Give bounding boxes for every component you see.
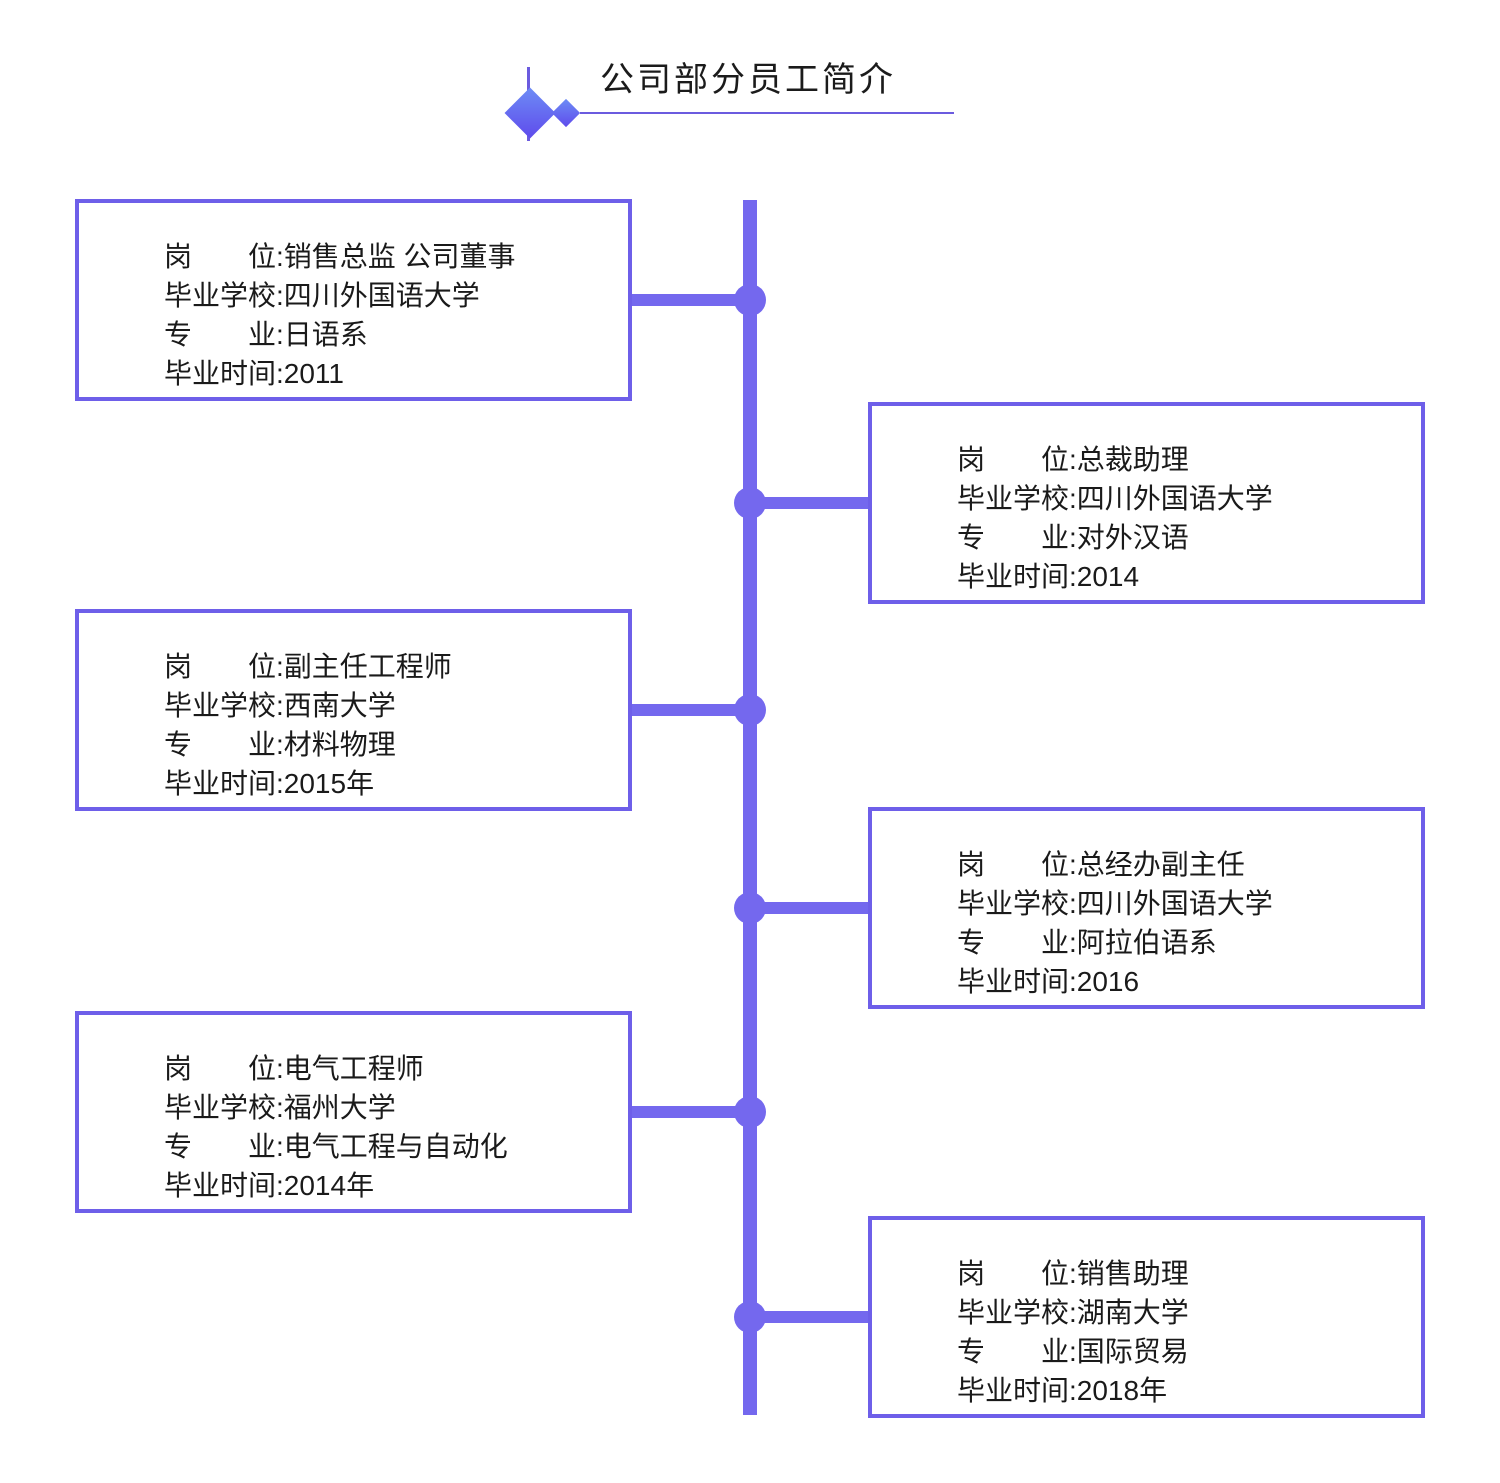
field-label: 毕业学校: <box>164 1092 284 1123</box>
field-value: 湖南大学 <box>1076 1297 1189 1328</box>
timeline-node <box>734 694 766 726</box>
field-label: 岗 位: <box>164 651 284 682</box>
field-row: 专 业:国际贸易 <box>957 1332 1401 1371</box>
field-row: 岗 位:总经办副主任 <box>957 845 1401 884</box>
field-row: 专 业:阿拉伯语系 <box>957 923 1401 962</box>
timeline-node <box>734 1301 766 1333</box>
field-value: 国际贸易 <box>1076 1336 1189 1367</box>
field-row: 专 业:材料物理 <box>164 725 608 764</box>
title-underline <box>580 112 954 114</box>
field-label: 毕业学校: <box>957 483 1077 514</box>
field-value: 对外汉语 <box>1076 522 1189 553</box>
field-row: 专 业:日语系 <box>164 315 608 354</box>
timeline-node <box>734 1096 766 1128</box>
field-value: 四川外国语大学 <box>1076 483 1273 514</box>
field-label: 毕业时间: <box>164 358 284 389</box>
field-row: 专 业:对外汉语 <box>957 518 1401 557</box>
field-label: 岗 位: <box>164 1053 284 1084</box>
diamond-icon-large <box>504 87 556 139</box>
field-value: 日语系 <box>283 319 368 350</box>
field-label: 专 业: <box>164 729 284 760</box>
connector-line <box>750 1311 868 1323</box>
diamond-icon-small <box>551 98 581 128</box>
field-value: 2016 <box>1076 966 1140 997</box>
field-value: 阿拉伯语系 <box>1076 927 1217 958</box>
field-row: 岗 位:销售总监 公司董事 <box>164 237 608 276</box>
field-label: 专 业: <box>164 319 284 350</box>
employee-card-6: 岗 位:销售助理 毕业学校:湖南大学 专 业:国际贸易 毕业时间:2018年 <box>868 1216 1425 1418</box>
field-row: 毕业时间:2011 <box>164 354 608 393</box>
field-value: 总经办副主任 <box>1076 849 1245 880</box>
field-row: 毕业学校:福州大学 <box>164 1088 608 1127</box>
field-row: 毕业学校:四川外国语大学 <box>164 276 608 315</box>
field-row: 毕业时间:2014 <box>957 557 1401 596</box>
timeline-node <box>734 487 766 519</box>
field-row: 岗 位:电气工程师 <box>164 1049 608 1088</box>
page-title: 公司部分员工简介 <box>600 61 896 99</box>
field-label: 毕业时间: <box>957 561 1077 592</box>
field-label: 毕业学校: <box>957 888 1077 919</box>
field-value: 电气工程与自动化 <box>283 1131 508 1162</box>
employee-card-2: 岗 位:总裁助理 毕业学校:四川外国语大学 专 业:对外汉语 毕业时间:2014 <box>868 402 1425 604</box>
field-value: 2015年 <box>283 768 375 799</box>
field-row: 毕业学校:四川外国语大学 <box>957 884 1401 923</box>
field-label: 岗 位: <box>957 849 1077 880</box>
field-value: 四川外国语大学 <box>283 280 480 311</box>
field-row: 岗 位:销售助理 <box>957 1254 1401 1293</box>
field-row: 专 业:电气工程与自动化 <box>164 1127 608 1166</box>
field-label: 毕业时间: <box>164 1170 284 1201</box>
field-row: 岗 位:总裁助理 <box>957 440 1401 479</box>
field-value: 材料物理 <box>283 729 396 760</box>
field-label: 专 业: <box>164 1131 284 1162</box>
timeline-spine <box>743 200 757 1415</box>
field-value: 四川外国语大学 <box>1076 888 1273 919</box>
field-label: 毕业学校: <box>957 1297 1077 1328</box>
field-value: 福州大学 <box>283 1092 396 1123</box>
field-label: 专 业: <box>957 1336 1077 1367</box>
field-value: 电气工程师 <box>283 1053 424 1084</box>
field-label: 毕业学校: <box>164 280 284 311</box>
field-label: 毕业时间: <box>164 768 284 799</box>
field-row: 毕业时间:2015年 <box>164 764 608 803</box>
field-row: 毕业学校:湖南大学 <box>957 1293 1401 1332</box>
connector-line <box>630 1106 750 1118</box>
field-label: 专 业: <box>957 927 1077 958</box>
field-label: 毕业时间: <box>957 1375 1077 1406</box>
field-label: 毕业学校: <box>164 690 284 721</box>
field-label: 毕业时间: <box>957 966 1077 997</box>
field-value: 总裁助理 <box>1076 444 1189 475</box>
field-value: 2011 <box>283 358 344 389</box>
field-label: 岗 位: <box>957 1258 1077 1289</box>
timeline-node <box>734 284 766 316</box>
employee-card-3: 岗 位:副主任工程师 毕业学校:西南大学 专 业:材料物理 毕业时间:2015年 <box>75 609 632 811</box>
field-row: 毕业学校:四川外国语大学 <box>957 479 1401 518</box>
field-row: 毕业时间:2018年 <box>957 1371 1401 1410</box>
employee-card-5: 岗 位:电气工程师 毕业学校:福州大学 专 业:电气工程与自动化 毕业时间:20… <box>75 1011 632 1213</box>
connector-line <box>750 902 868 914</box>
field-label: 岗 位: <box>957 444 1077 475</box>
field-value: 2018年 <box>1076 1375 1168 1406</box>
field-value: 销售助理 <box>1076 1258 1189 1289</box>
field-row: 毕业时间:2014年 <box>164 1166 608 1205</box>
field-row: 毕业学校:西南大学 <box>164 686 608 725</box>
field-label: 岗 位: <box>164 241 284 272</box>
field-row: 毕业时间:2016 <box>957 962 1401 1001</box>
connector-line <box>630 704 750 716</box>
field-row: 岗 位:副主任工程师 <box>164 647 608 686</box>
connector-line <box>750 497 868 509</box>
field-value: 销售总监 公司董事 <box>283 241 516 272</box>
timeline-node <box>734 892 766 924</box>
field-value: 西南大学 <box>283 690 396 721</box>
field-value: 2014 <box>1076 561 1140 592</box>
field-value: 2014年 <box>283 1170 375 1201</box>
employee-card-4: 岗 位:总经办副主任 毕业学校:四川外国语大学 专 业:阿拉伯语系 毕业时间:2… <box>868 807 1425 1009</box>
field-value: 副主任工程师 <box>283 651 452 682</box>
connector-line <box>630 294 750 306</box>
field-label: 专 业: <box>957 522 1077 553</box>
employee-card-1: 岗 位:销售总监 公司董事 毕业学校:四川外国语大学 专 业:日语系 毕业时间:… <box>75 199 632 401</box>
